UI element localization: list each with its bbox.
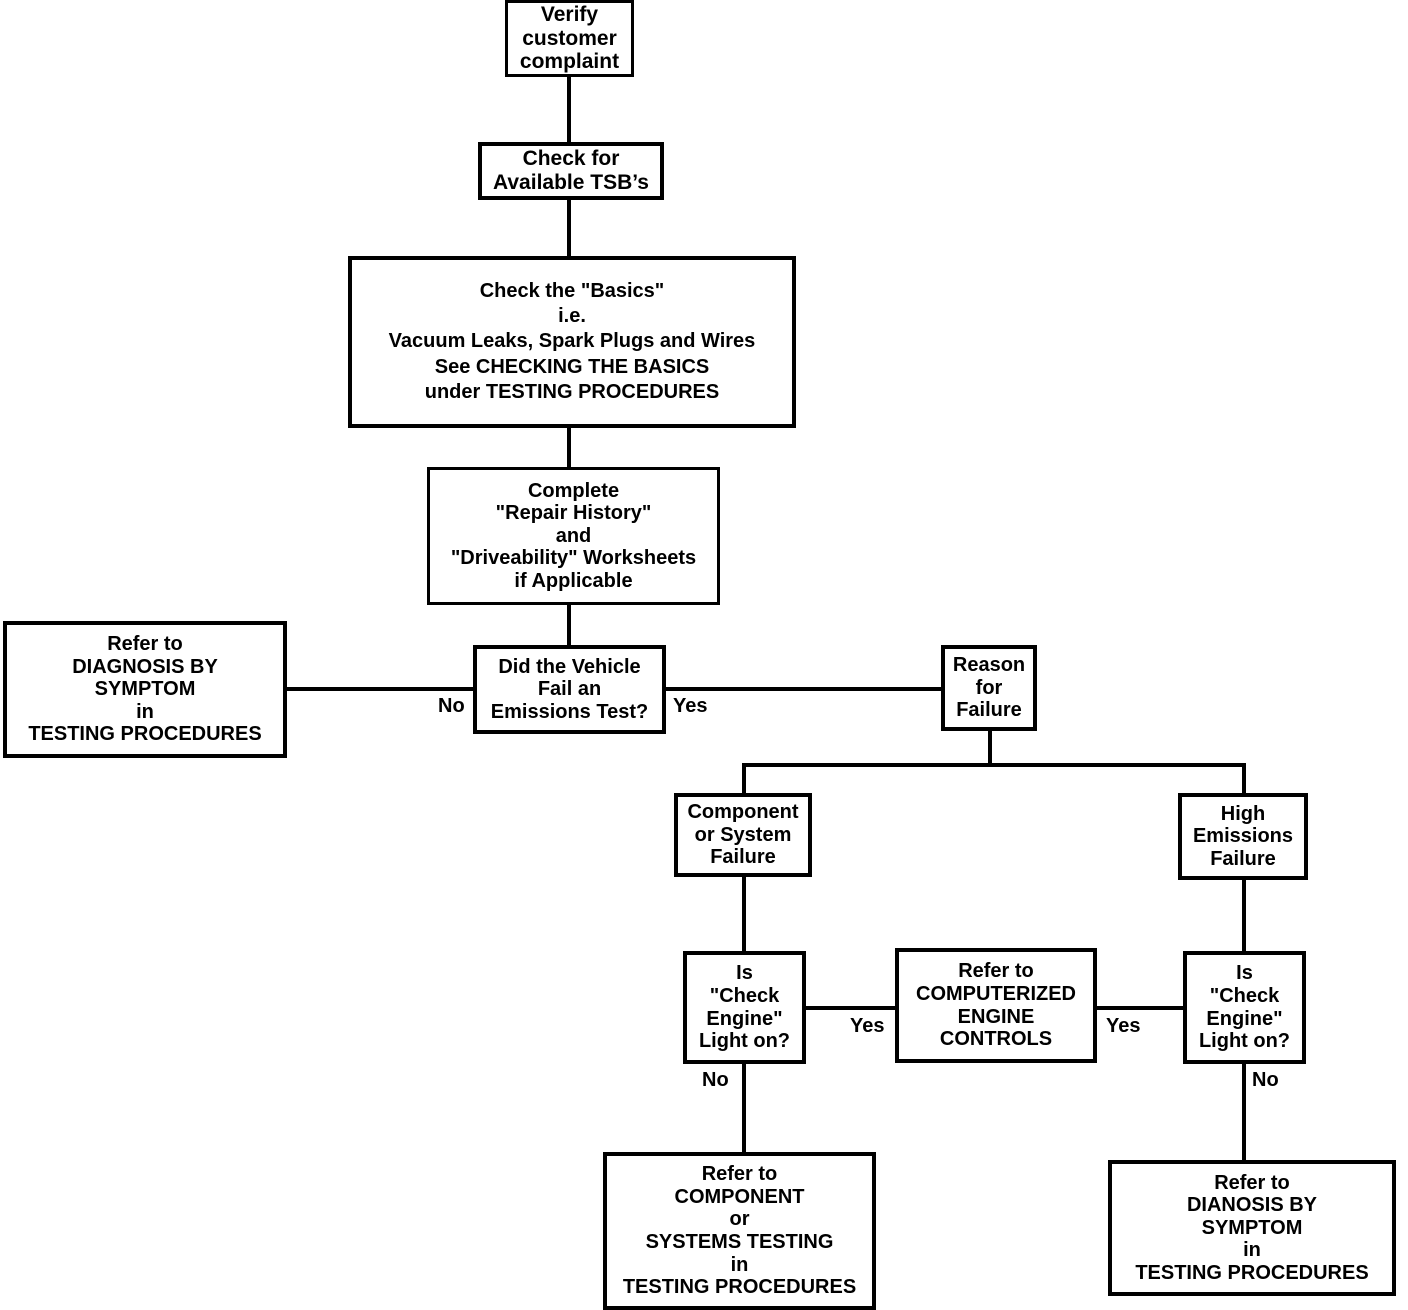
node-line: Emissions Test?	[490, 700, 649, 723]
node-line: Light on?	[698, 1030, 791, 1053]
node-line: High	[1220, 802, 1266, 825]
node-check-basics[interactable]: Check the "Basics" i.e. Vacuum Leaks, Sp…	[348, 256, 796, 428]
connector-worksheets-to-decision	[567, 602, 571, 647]
node-line: Vacuum Leaks, Spark Plugs and Wires	[388, 330, 756, 353]
node-line: Check for	[522, 147, 620, 171]
node-line: Reason	[952, 654, 1026, 677]
connector-high-emissions-to-checkengine-right	[1242, 878, 1246, 953]
node-line: Failure	[710, 846, 776, 869]
edge-label-check-engine-left-no: No	[702, 1069, 729, 1091]
node-line: i.e.	[558, 305, 586, 328]
node-line: "Driveability" Worksheets	[450, 547, 697, 570]
node-line: complaint	[519, 50, 620, 74]
node-refer-dianosis-symptom-right[interactable]: Refer to DIANOSIS BY SYMPTOM in TESTING …	[1108, 1160, 1396, 1296]
node-check-engine-right[interactable]: Is "Check Engine" Light on?	[1183, 951, 1306, 1064]
node-line: "Check	[709, 984, 780, 1007]
edge-label-check-engine-left-yes: Yes	[850, 1015, 885, 1037]
node-check-engine-left[interactable]: Is "Check Engine" Light on?	[683, 951, 806, 1064]
node-line: DIAGNOSIS BY	[72, 655, 218, 678]
node-line: Did the Vehicle	[498, 655, 641, 678]
connector-checkengine-left-yes	[804, 1006, 897, 1010]
node-emissions-test-decision[interactable]: Did the Vehicle Fail an Emissions Test?	[473, 645, 666, 734]
connector-checkengine-right-yes	[1095, 1006, 1185, 1010]
node-line: Emissions	[1192, 825, 1294, 848]
node-line: TESTING PROCEDURES	[622, 1276, 857, 1299]
node-component-system-failure[interactable]: Component or System Failure	[674, 793, 812, 877]
connector-checkengine-left-no	[742, 1062, 746, 1154]
connector-decision-no-left	[285, 687, 475, 691]
connector-split-to-component	[742, 763, 746, 795]
node-line: customer	[522, 26, 617, 50]
node-line: TESTING PROCEDURES	[28, 723, 262, 746]
node-line: SYMPTOM	[1201, 1216, 1303, 1239]
node-line: See CHECKING THE BASICS	[434, 355, 710, 378]
edge-label-emissions-no: No	[438, 695, 465, 717]
edge-label-check-engine-right-no: No	[1252, 1069, 1279, 1091]
node-line: SYMPTOM	[94, 678, 196, 701]
node-complete-worksheets[interactable]: Complete "Repair History" and "Driveabil…	[427, 467, 720, 605]
node-line: Refer to	[1214, 1171, 1290, 1194]
node-line: ENGINE	[957, 1005, 1035, 1028]
node-line: Available TSB’s	[492, 171, 649, 194]
node-line: TESTING PROCEDURES	[1135, 1261, 1369, 1284]
connector-reason-split-bar	[742, 763, 1246, 767]
node-line: Complete	[527, 479, 620, 502]
node-high-emissions-failure[interactable]: High Emissions Failure	[1178, 793, 1308, 880]
node-line: for	[975, 676, 1003, 699]
connector-checkengine-right-no	[1242, 1062, 1246, 1162]
node-line: and	[555, 524, 592, 547]
node-refer-component-systems-testing[interactable]: Refer to COMPONENT or SYSTEMS TESTING in…	[603, 1152, 876, 1310]
node-refer-computerized-engine-controls[interactable]: Refer to COMPUTERIZED ENGINE CONTROLS	[895, 948, 1097, 1063]
node-line: Verify	[540, 2, 599, 26]
node-verify-complaint[interactable]: Verify customer complaint	[505, 0, 634, 77]
node-line: or System	[694, 823, 792, 846]
node-line: Fail an	[537, 678, 602, 701]
node-line: COMPUTERIZED	[916, 982, 1076, 1005]
node-line: Check the "Basics"	[479, 280, 665, 303]
connector-basics-to-worksheets	[567, 425, 571, 469]
node-line: Engine"	[1206, 1007, 1283, 1030]
connector-component-to-checkengine-left	[742, 875, 746, 953]
node-line: under TESTING PROCEDURES	[424, 380, 720, 403]
node-line: Is	[1236, 962, 1253, 985]
node-line: or	[729, 1208, 750, 1231]
node-line: Refer to	[107, 633, 183, 656]
edge-label-check-engine-right-yes: Yes	[1106, 1015, 1141, 1037]
edge-label-emissions-yes: Yes	[673, 695, 708, 717]
node-line: Failure	[956, 699, 1022, 722]
node-line: CONTROLS	[939, 1028, 1053, 1051]
node-line: Is	[736, 962, 753, 985]
node-line: Refer to	[701, 1163, 778, 1186]
connector-split-to-high-emissions	[1242, 763, 1246, 795]
node-line: "Repair History"	[495, 502, 652, 525]
node-line: Failure	[1210, 847, 1276, 870]
node-line: Engine"	[706, 1007, 783, 1030]
node-check-tsb[interactable]: Check for Available TSB’s	[478, 142, 664, 200]
node-line: Component	[687, 801, 799, 824]
connector-reason-stem	[988, 729, 992, 765]
connector-tsb-to-basics	[567, 198, 571, 258]
node-line: if Applicable	[514, 569, 633, 592]
node-refer-diagnosis-symptom-left[interactable]: Refer to DIAGNOSIS BY SYMPTOM in TESTING…	[3, 621, 287, 758]
connector-decision-yes-right	[665, 687, 943, 691]
node-line: Light on?	[1198, 1030, 1291, 1053]
connector-verify-to-tsb	[567, 74, 571, 146]
node-line: in	[1243, 1239, 1261, 1262]
node-line: "Check	[1209, 984, 1280, 1007]
node-line: in	[136, 700, 154, 723]
node-line: in	[730, 1253, 749, 1276]
node-line: COMPONENT	[674, 1185, 805, 1208]
node-line: DIANOSIS BY	[1186, 1194, 1318, 1217]
node-line: Refer to	[958, 960, 1034, 983]
node-line: SYSTEMS TESTING	[645, 1231, 834, 1253]
node-reason-for-failure[interactable]: Reason for Failure	[941, 645, 1037, 731]
